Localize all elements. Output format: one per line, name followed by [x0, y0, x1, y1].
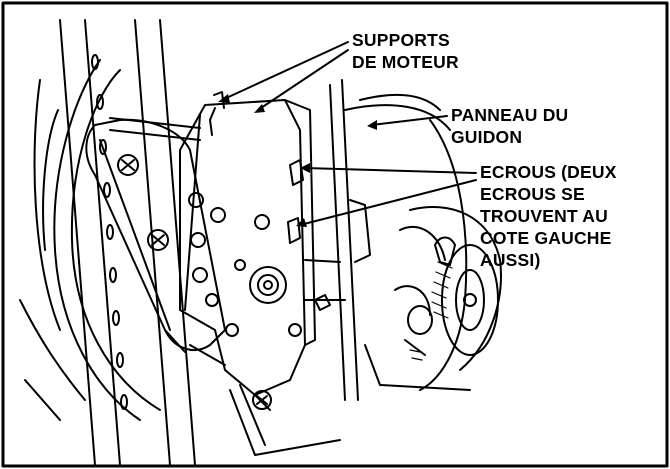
- callout-supports: SUPPORTS DE MOTEUR: [352, 30, 459, 72]
- bottom-bracket: [189, 344, 341, 456]
- frame-bars: [59, 19, 196, 466]
- callout-ecrous-line2: ECROUS SE: [480, 184, 585, 204]
- handle-panel: [304, 79, 451, 401]
- arrowheads: [218, 94, 377, 227]
- engine-housing: [19, 59, 161, 421]
- callout-panneau: PANNEAU DU GUIDON: [451, 105, 568, 147]
- wheel-housing: [364, 119, 502, 391]
- callout-ecrous-line5: AUSSI): [480, 250, 541, 270]
- callout-ecrous-line3: TROUVENT AU: [480, 206, 608, 226]
- callout-ecrous-line1: ECROUS (DEUX: [480, 162, 617, 182]
- callout-ecrous-line4: COTE GAUCHE: [480, 228, 612, 248]
- knob-texture: [409, 261, 453, 361]
- callout-panneau-line2: GUIDON: [451, 127, 522, 147]
- left-bracket: [85, 118, 226, 353]
- callout-supports-line2: DE MOTEUR: [352, 52, 459, 72]
- callout-supports-line1: SUPPORTS: [352, 30, 450, 50]
- callout-ecrous: ECROUS (DEUX ECROUS SE TROUVENT AU COTE …: [480, 162, 617, 270]
- leader-lines: [221, 41, 477, 226]
- callout-panneau-line1: PANNEAU DU: [451, 105, 568, 125]
